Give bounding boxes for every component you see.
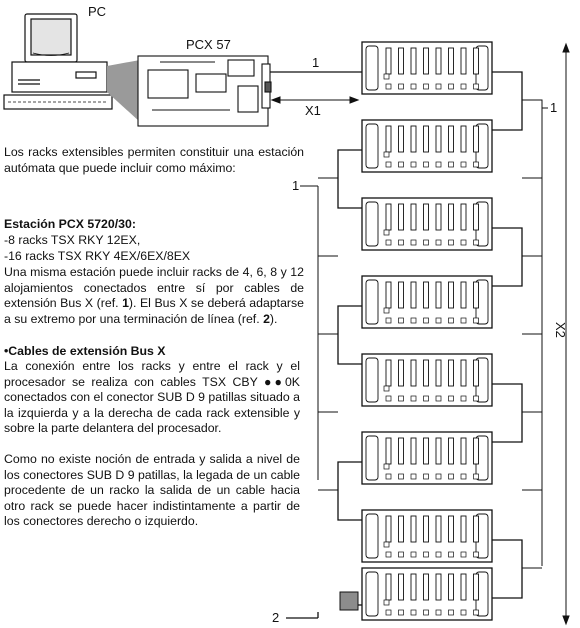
station-text-b: ). El Bus X se deberá adaptarse a su ext… bbox=[4, 296, 304, 326]
station-text-a: Una misma estación puede incluir racks d… bbox=[4, 265, 304, 311]
rack-stack bbox=[361, 41, 493, 621]
ref1-brackets bbox=[300, 99, 548, 569]
x2-dimension bbox=[562, 42, 570, 626]
ref1-top-label: 1 bbox=[312, 55, 319, 70]
station-ref1: 1 bbox=[122, 296, 129, 311]
station-ref2: 2 bbox=[263, 311, 270, 326]
pcx-connection-shade bbox=[107, 60, 140, 122]
station-heading: Estación PCX 5720/30: bbox=[4, 217, 136, 231]
x2-label: X2 bbox=[553, 322, 568, 338]
rack-6 bbox=[361, 431, 493, 485]
station-line-2: -16 racks TSX RKY 4EX/6EX/8EX bbox=[4, 249, 191, 263]
bus-cables bbox=[270, 71, 523, 619]
rack-2 bbox=[361, 119, 493, 173]
rack-3 bbox=[361, 197, 493, 251]
rack-4 bbox=[361, 275, 493, 329]
station-line-1: -8 racks TSX RKY 12EX, bbox=[4, 233, 141, 247]
ref1-left-label: 1 bbox=[292, 178, 299, 193]
station-text-c: ). bbox=[269, 311, 278, 326]
station-paragraph: Una misma estación puede incluir racks d… bbox=[4, 265, 304, 327]
cables-heading: •Cables de extensión Bus X bbox=[4, 344, 166, 358]
rack-8 bbox=[361, 567, 493, 621]
pcx57-label: PCX 57 bbox=[186, 37, 231, 52]
x1-dimension bbox=[270, 96, 360, 104]
cables-paragraph-2: Como no existe noción de entrada y salid… bbox=[4, 452, 300, 529]
rack-1 bbox=[361, 41, 493, 95]
pc-icon bbox=[3, 13, 113, 110]
rack-7 bbox=[361, 509, 493, 563]
line-terminator bbox=[339, 591, 359, 611]
intro-paragraph: Los racks extensibles permiten constitui… bbox=[4, 145, 304, 175]
x1-label: X1 bbox=[305, 103, 321, 118]
rack-5 bbox=[361, 353, 493, 407]
cables-paragraph-1: La conexión entre los racks y entre el r… bbox=[4, 359, 300, 436]
pc-label: PC bbox=[88, 4, 106, 19]
ref2-label: 2 bbox=[272, 610, 279, 625]
pcx57-card bbox=[137, 55, 272, 127]
ref1-right-label: 1 bbox=[550, 100, 557, 115]
